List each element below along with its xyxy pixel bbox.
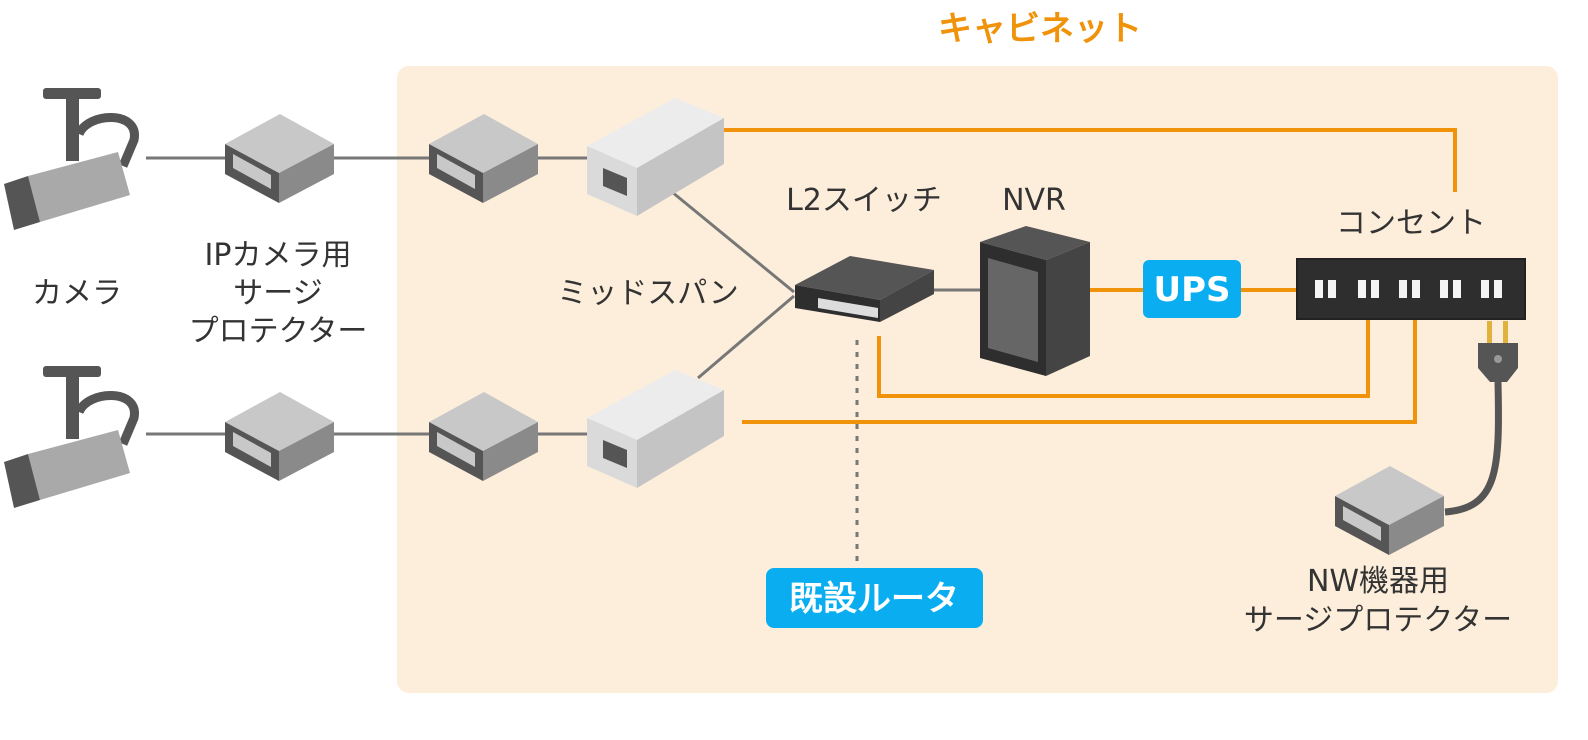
surge-protector-icon [429, 392, 538, 481]
ip-surge-protector-icon [225, 114, 334, 203]
ups-badge: UPS [1143, 260, 1241, 318]
outlet-label: コンセント [1336, 206, 1486, 241]
cabinet-title: キャビネット [938, 9, 1142, 49]
nw-surge-protector-icon [1335, 466, 1444, 555]
ip-surge-label-line3: プロテクター [189, 314, 368, 349]
nw-surge-label-line1: NW機器用 [1307, 564, 1449, 599]
camera-icon [4, 88, 139, 230]
nw-surge-label-line2: サージプロテクター [1244, 603, 1512, 638]
ip-surge-label-line2: サージ [233, 276, 322, 311]
network-lines [146, 156, 980, 436]
midspan-label: ミッドスパン [557, 276, 739, 311]
midspan-icon [587, 370, 724, 488]
camera-label: カメラ [32, 276, 122, 311]
nvr-icon [980, 226, 1090, 376]
outlet-strip-icon [1296, 258, 1526, 320]
ups-label: UPS [1153, 270, 1230, 310]
l2-switch-label: L2スイッチ [786, 183, 942, 218]
l2-switch-icon [795, 256, 934, 322]
nvr-label: NVR [1002, 183, 1066, 218]
midspan-icon [587, 98, 724, 216]
router-badge: 既設ルータ [766, 568, 983, 628]
ip-surge-protector-icon [225, 392, 334, 481]
surge-protector-icon [429, 114, 538, 203]
router-label: 既設ルータ [789, 579, 959, 619]
power-plug-icon [1444, 321, 1518, 516]
cabinet-area [397, 66, 1558, 693]
ip-surge-label-line1: IPカメラ用 [205, 238, 352, 273]
camera-icon [4, 366, 139, 508]
